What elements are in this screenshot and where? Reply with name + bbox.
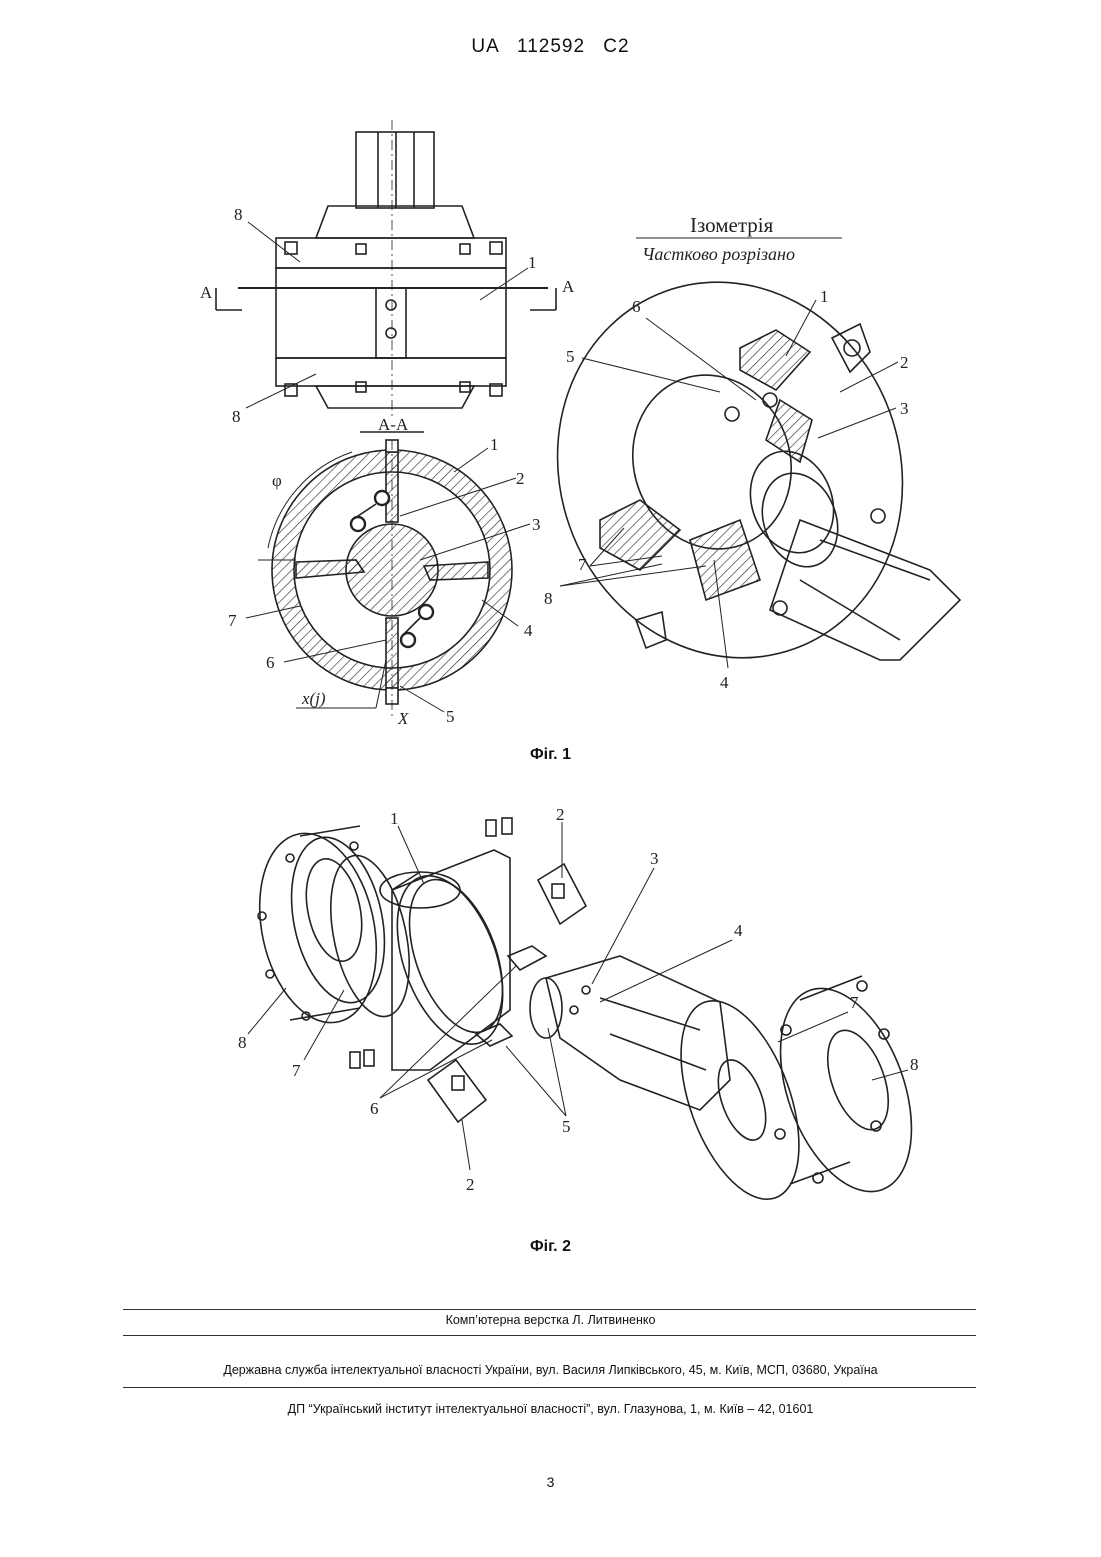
fig2-label-5: 5 bbox=[562, 1117, 571, 1136]
x-j-label: x(j) bbox=[301, 689, 326, 708]
isometric-view bbox=[505, 233, 960, 706]
fig2-label-1: 1 bbox=[390, 809, 399, 828]
isometry-subtitle: Частково розрізано bbox=[642, 244, 795, 264]
figure-1-drawing: 8 1 8 A A A-A φ 1 2 3 4 5 6 7 x(j) X Ізо… bbox=[0, 0, 1101, 780]
label-8-top: 8 bbox=[234, 205, 243, 224]
label-8-bottom: 8 bbox=[232, 407, 241, 426]
fig2-label-2-top: 2 bbox=[556, 805, 565, 824]
fig2-label-8-left: 8 bbox=[238, 1033, 247, 1052]
front-view bbox=[216, 120, 556, 420]
isometry-title: Ізометрія bbox=[690, 213, 774, 237]
footer-agency-address: Державна служба інтелектуальної власност… bbox=[0, 1363, 1101, 1377]
label-7-section: 7 bbox=[228, 611, 237, 630]
label-7-iso: 7 bbox=[578, 555, 587, 574]
label-2-iso: 2 bbox=[900, 353, 909, 372]
phi-symbol: φ bbox=[272, 471, 282, 490]
label-5-iso: 5 bbox=[566, 347, 575, 366]
label-1-section: 1 bbox=[490, 435, 499, 454]
label-2-section: 2 bbox=[516, 469, 525, 488]
section-title: A-A bbox=[378, 415, 409, 434]
fig2-label-2-bottom: 2 bbox=[466, 1175, 475, 1194]
label-5-section: 5 bbox=[446, 707, 455, 726]
footer-rule-3 bbox=[123, 1387, 976, 1388]
x-axis-label: X bbox=[397, 709, 409, 728]
section-a-a bbox=[246, 432, 530, 720]
footer-typesetter: Комп’ютерна верстка Л. Литвиненко bbox=[0, 1313, 1101, 1327]
label-4-section: 4 bbox=[524, 621, 533, 640]
fig2-label-4: 4 bbox=[734, 921, 743, 940]
label-4-iso: 4 bbox=[720, 673, 729, 692]
footer-rule-1 bbox=[123, 1309, 976, 1310]
label-1-iso: 1 bbox=[820, 287, 829, 306]
fig2-label-6: 6 bbox=[370, 1099, 379, 1118]
fig2-label-8-right: 8 bbox=[910, 1055, 919, 1074]
label-6-iso: 6 bbox=[632, 297, 641, 316]
label-3-section: 3 bbox=[532, 515, 541, 534]
footer-rule-2 bbox=[123, 1335, 976, 1336]
section-mark-right: A bbox=[562, 277, 575, 296]
label-6-section: 6 bbox=[266, 653, 275, 672]
label-8-iso: 8 bbox=[544, 589, 553, 608]
fig2-label-3: 3 bbox=[650, 849, 659, 868]
figure-1-caption: Фіг. 1 bbox=[0, 746, 1101, 764]
figure-2-drawing: 1 2 3 4 7 8 8 7 6 5 2 bbox=[0, 780, 1101, 1230]
figure-2-labels: 1 2 3 4 7 8 8 7 6 5 2 bbox=[238, 805, 919, 1194]
fig2-label-7-left: 7 bbox=[292, 1061, 301, 1080]
label-3-iso: 3 bbox=[900, 399, 909, 418]
footer-institute-address: ДП “Український інститут інтелектуальної… bbox=[0, 1402, 1101, 1416]
fig2-label-7-right: 7 bbox=[850, 993, 859, 1012]
figure-2-caption: Фіг. 2 bbox=[0, 1238, 1101, 1256]
label-1-front: 1 bbox=[528, 253, 537, 272]
section-mark-left: A bbox=[200, 283, 213, 302]
page-number: 3 bbox=[0, 1474, 1101, 1490]
